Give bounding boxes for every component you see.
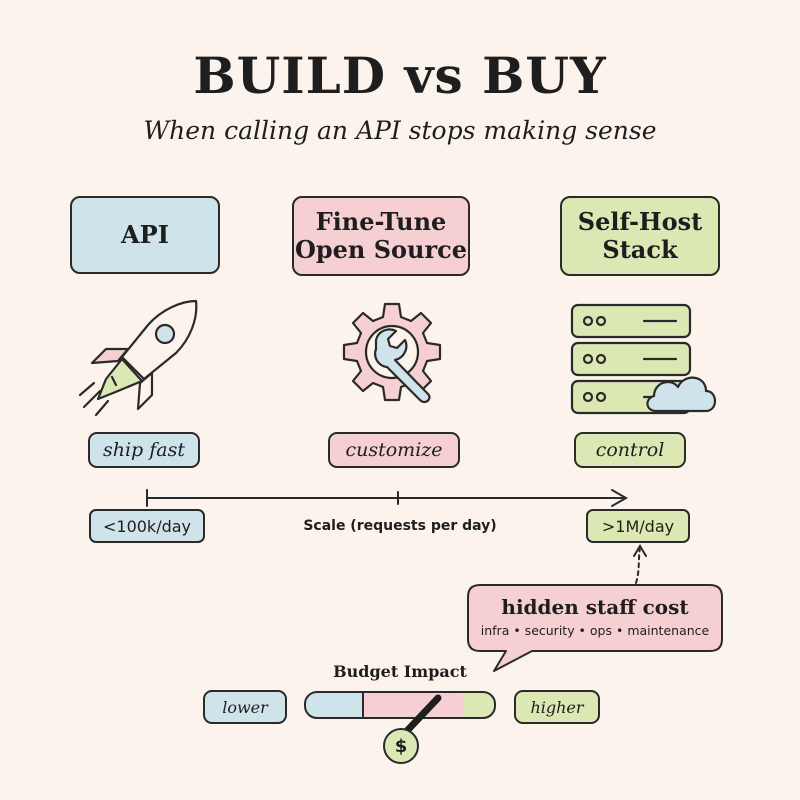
option-box-fine-tune: Fine-Tune Open Source: [292, 196, 470, 276]
page-subtitle: When calling an API stops making sense: [143, 116, 657, 145]
budget-low-tag: lower: [203, 690, 287, 724]
tag-customize: customize: [328, 432, 460, 468]
page-title: BUILD vs BUY: [193, 46, 607, 105]
callout-bubble: [467, 584, 723, 672]
scale-high-label: >1M/day: [601, 516, 675, 536]
budget-needle: [400, 694, 442, 738]
scale-low-tag: <100k/day: [89, 509, 205, 543]
dollar-symbol: $: [394, 735, 408, 757]
budget-title: Budget Impact: [333, 662, 467, 681]
dollar-coin-icon: $: [383, 728, 419, 764]
option-label-fine-tune: Fine-Tune Open Source: [294, 207, 468, 264]
scale-low-label: <100k/day: [102, 516, 192, 536]
gear-wrench-icon: [342, 302, 442, 404]
tag-ship-fast: ship fast: [88, 432, 200, 468]
callout-title: hidden staff cost: [501, 595, 689, 619]
budget-high-tag: higher: [514, 690, 600, 724]
tag-ship-fast-label: ship fast: [102, 439, 185, 461]
budget-high-label: higher: [530, 697, 584, 717]
server-cloud-icon: [570, 303, 717, 415]
budget-gauge-bar: [304, 691, 496, 738]
budget-low-label: lower: [222, 697, 268, 717]
callout-items: infra • security • ops • maintenance: [480, 623, 710, 638]
option-box-api: API: [70, 196, 220, 274]
rocket-icon: [78, 299, 198, 417]
option-label-api: API: [121, 220, 169, 249]
scale-high-tag: >1M/day: [586, 509, 690, 543]
option-box-self-host: Self-Host Stack: [560, 196, 720, 276]
option-label-self-host: Self-Host Stack: [577, 207, 703, 264]
tag-control: control: [574, 432, 686, 468]
tag-control-label: control: [595, 439, 665, 461]
scale-axis-label: Scale (requests per day): [303, 518, 497, 534]
tag-customize-label: customize: [345, 439, 443, 461]
